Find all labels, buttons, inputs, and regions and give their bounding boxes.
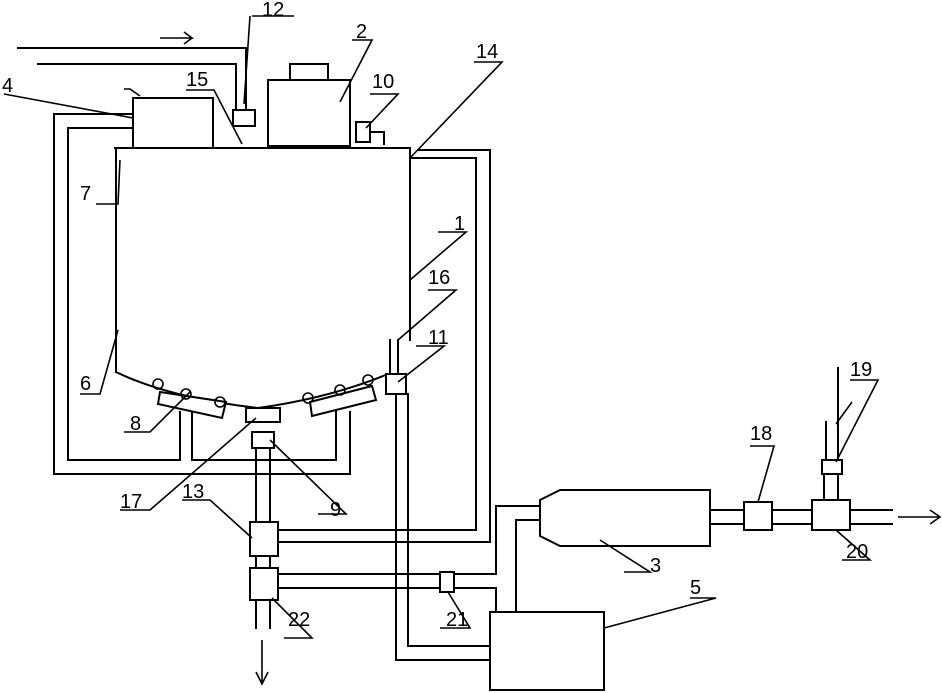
label-20: 20 — [846, 541, 868, 563]
tee-20 — [811, 499, 851, 531]
vessel-1 — [114, 147, 411, 410]
pipe-22-line — [277, 505, 541, 613]
motor-2 — [267, 63, 351, 147]
outlet-17 — [245, 407, 281, 449]
label-21: 21 — [446, 609, 468, 631]
tank-5 — [489, 611, 605, 691]
label-10: 10 — [372, 71, 394, 93]
label-18: 18 — [750, 423, 772, 445]
label-19: 19 — [850, 359, 872, 381]
label-5: 5 — [690, 577, 701, 599]
tee-22 — [249, 567, 279, 601]
label-1: 1 — [454, 213, 465, 235]
label-12: 12 — [262, 0, 284, 21]
component-labels: 1 2 3 4 5 6 7 8 9 10 11 12 13 14 15 16 1… — [2, 0, 872, 631]
leader-lines — [3, 15, 880, 639]
unit-4 — [132, 97, 214, 149]
filter-18 — [743, 501, 773, 531]
valve-21 — [439, 571, 455, 593]
label-8: 8 — [130, 413, 141, 435]
outlet-line — [709, 367, 942, 531]
tee-13 — [249, 521, 279, 557]
heater-8 — [152, 374, 378, 420]
label-17: 17 — [120, 491, 142, 513]
pipe-14 — [277, 149, 491, 543]
valve-19 — [821, 459, 843, 475]
label-13: 13 — [182, 481, 204, 503]
jacket-left-loop — [53, 113, 351, 475]
pump-3 — [515, 489, 711, 613]
label-22: 22 — [288, 609, 310, 631]
label-7: 7 — [80, 183, 91, 205]
label-16: 16 — [428, 267, 450, 289]
label-14: 14 — [476, 41, 498, 63]
label-11: 11 — [428, 327, 449, 349]
label-6: 6 — [80, 373, 91, 395]
label-9: 9 — [330, 499, 341, 521]
drain-pipe — [249, 447, 279, 686]
valve-10 — [355, 121, 385, 145]
top-inlet-pipe — [17, 31, 247, 113]
label-4: 4 — [2, 75, 13, 97]
label-3: 3 — [650, 555, 661, 577]
label-2: 2 — [356, 21, 367, 43]
valve-12 — [232, 109, 256, 127]
sensor-16 — [385, 339, 491, 661]
label-15: 15 — [186, 69, 208, 91]
